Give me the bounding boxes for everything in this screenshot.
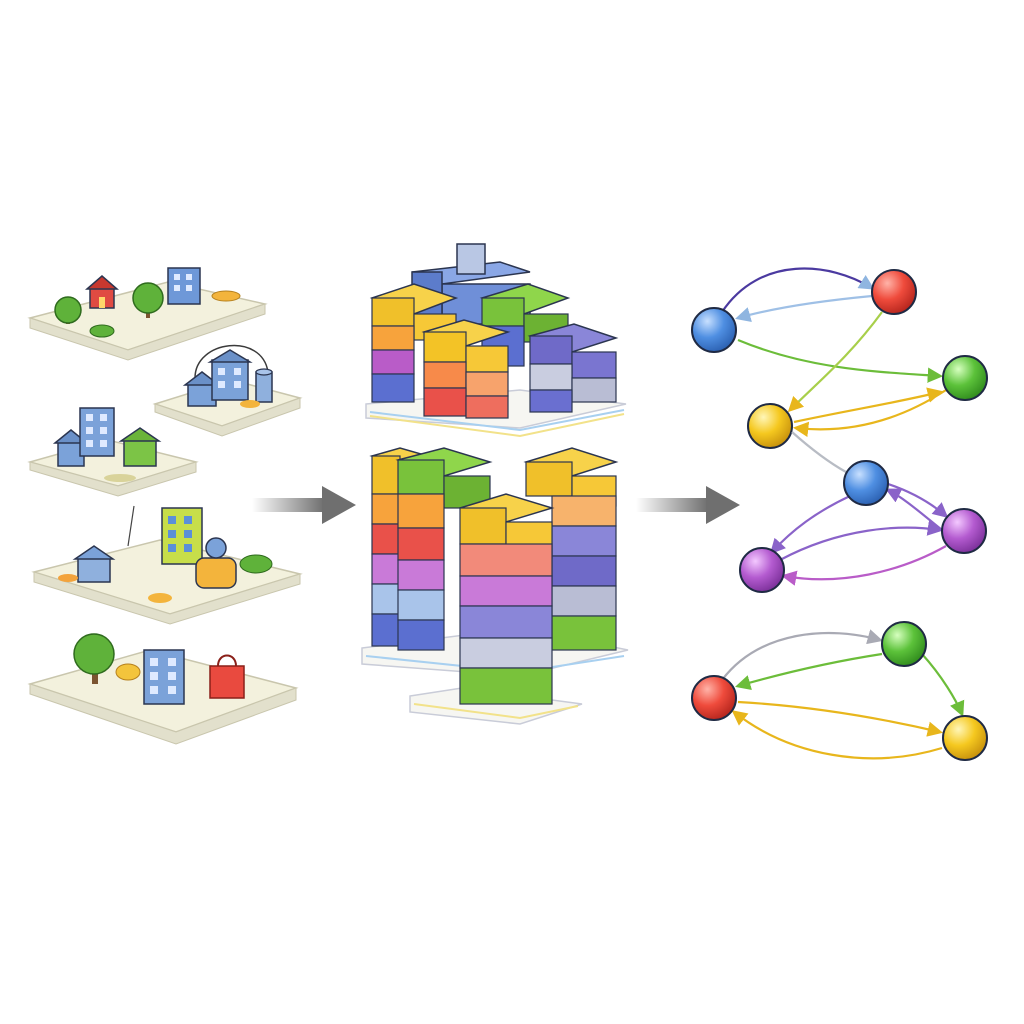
cap-block bbox=[456, 243, 486, 275]
silo-icon bbox=[255, 368, 273, 403]
house-icon bbox=[72, 545, 116, 583]
bush-icon bbox=[239, 554, 273, 574]
edge-a-c bbox=[737, 700, 943, 737]
graph-3 bbox=[691, 621, 988, 761]
edge-a-c bbox=[769, 495, 851, 555]
scene-tile-5 bbox=[27, 633, 299, 745]
flow-arrow-1 bbox=[252, 486, 356, 524]
graph-2 bbox=[739, 431, 987, 593]
tree-icon bbox=[54, 296, 82, 324]
edge-c-b bbox=[779, 520, 944, 561]
edge-b-a bbox=[735, 652, 883, 691]
scene-tile-1 bbox=[27, 267, 268, 361]
shopping-bag-icon bbox=[209, 654, 245, 699]
tree-icon bbox=[73, 633, 115, 684]
edge-d-a bbox=[791, 431, 847, 473]
building-icon bbox=[161, 507, 203, 565]
edge-a-c bbox=[737, 338, 944, 383]
scene-tile-2 bbox=[152, 344, 303, 437]
node-red bbox=[871, 269, 917, 315]
block-stack-upper bbox=[365, 243, 627, 438]
building-icon bbox=[79, 407, 115, 457]
scene-tile-3 bbox=[27, 407, 199, 497]
building-icon bbox=[207, 349, 253, 401]
house-icon bbox=[182, 371, 222, 407]
bush-icon bbox=[115, 663, 141, 681]
node-yellow bbox=[747, 403, 793, 449]
edge-d-c bbox=[793, 387, 943, 424]
edge-b-c bbox=[780, 545, 947, 586]
tower-front bbox=[457, 493, 555, 705]
bush-icon bbox=[89, 324, 115, 338]
edge-a-b bbox=[887, 482, 949, 519]
tower-yellow-right bbox=[523, 447, 619, 651]
tower-purple bbox=[527, 323, 619, 413]
edge-b-c bbox=[921, 653, 965, 717]
node-magenta bbox=[941, 508, 987, 554]
tower-yellow-tall bbox=[369, 447, 431, 647]
flow-arrow-2 bbox=[636, 486, 740, 524]
node-blue bbox=[691, 307, 737, 353]
bench-icon bbox=[240, 400, 260, 408]
house-icon bbox=[84, 275, 120, 309]
edge-c-a bbox=[731, 710, 943, 760]
bench-icon bbox=[148, 593, 172, 603]
house-icon bbox=[118, 427, 162, 467]
scene-tiles bbox=[27, 267, 303, 745]
node-blue bbox=[843, 460, 889, 506]
scene-tile-4 bbox=[31, 505, 303, 625]
house-icon bbox=[52, 429, 90, 467]
tree-icon bbox=[132, 282, 164, 318]
node-red bbox=[691, 675, 737, 721]
cafe-icon bbox=[195, 537, 237, 589]
node-green bbox=[881, 621, 927, 667]
edge-a-b bbox=[721, 267, 875, 313]
node-green bbox=[942, 355, 988, 401]
graph-1 bbox=[691, 267, 988, 449]
edge-a-b bbox=[721, 629, 883, 681]
node-magenta bbox=[739, 547, 785, 593]
edge-b-d bbox=[787, 311, 883, 413]
block-stack-lower bbox=[361, 447, 629, 725]
edge-b-a bbox=[735, 294, 873, 323]
edge-c-d bbox=[792, 389, 947, 438]
building-icon bbox=[167, 267, 201, 305]
node-yellow bbox=[942, 715, 988, 761]
building-icon bbox=[143, 649, 185, 705]
bench-icon bbox=[211, 290, 241, 302]
tower-orange bbox=[421, 319, 511, 419]
bench-icon bbox=[58, 574, 78, 582]
